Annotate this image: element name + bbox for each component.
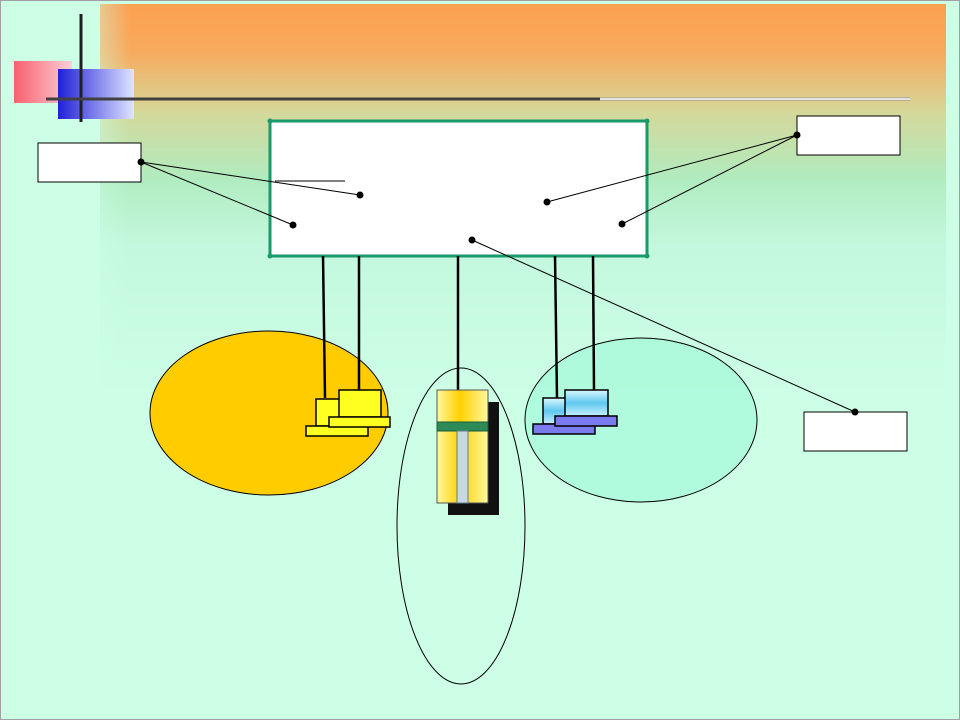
label-bottom-right bbox=[803, 408, 908, 452]
handle-br bbox=[644, 253, 650, 259]
leader-left-b bbox=[140, 161, 294, 226]
leader-lines bbox=[140, 134, 856, 413]
leader-right-c bbox=[546, 134, 798, 203]
blue-square bbox=[58, 69, 134, 119]
main-box-rect bbox=[268, 119, 649, 258]
leader-right-d bbox=[621, 134, 798, 225]
label-bottom-right-box bbox=[803, 411, 908, 452]
cylinder-device bbox=[436, 389, 499, 515]
blue-devices bbox=[532, 389, 618, 435]
handle-tl bbox=[267, 118, 273, 124]
handle-tr bbox=[644, 118, 650, 124]
tube-base-front bbox=[554, 415, 618, 427]
leader-left-a bbox=[140, 161, 361, 196]
connector-wires bbox=[321, 255, 596, 399]
wire-1 bbox=[321, 255, 327, 399]
leader-bottom-e bbox=[471, 239, 856, 413]
tube-front bbox=[564, 389, 609, 417]
wire-4 bbox=[553, 255, 559, 399]
cyan-ellipse bbox=[524, 337, 758, 503]
handle-bl bbox=[267, 253, 273, 259]
yellow-block-front bbox=[338, 389, 382, 418]
main-box bbox=[267, 118, 650, 259]
yellow-devices bbox=[305, 389, 391, 437]
yellow-ellipse bbox=[149, 330, 389, 496]
tall-ellipse bbox=[396, 367, 526, 685]
label-left bbox=[37, 142, 145, 183]
label-top-right bbox=[793, 115, 901, 156]
label-left-box bbox=[37, 142, 142, 183]
cylinder-band bbox=[436, 421, 489, 432]
cylinder-rod bbox=[456, 430, 469, 504]
wire-5 bbox=[591, 255, 596, 391]
title-decoration bbox=[14, 14, 910, 122]
label-top-right-box bbox=[796, 115, 901, 156]
yellow-base-front bbox=[328, 416, 391, 428]
